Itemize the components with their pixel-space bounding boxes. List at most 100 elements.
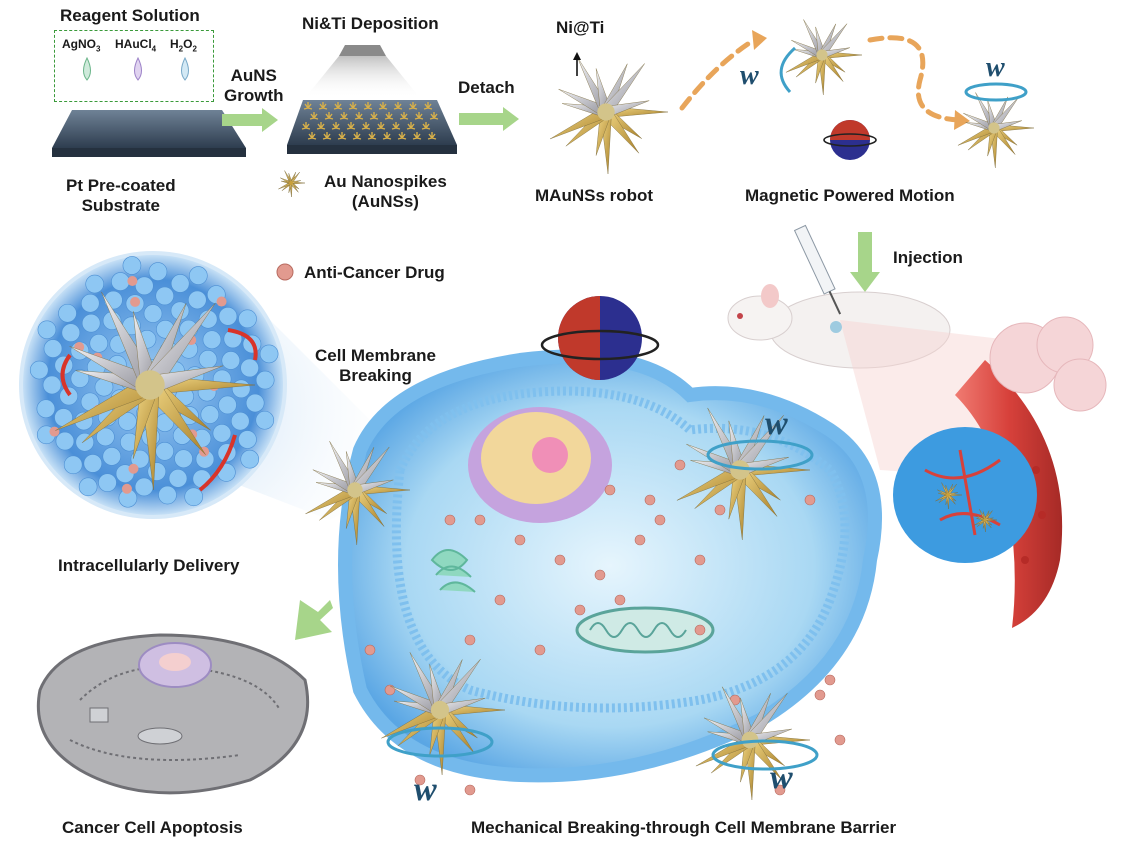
cancer-cell-apoptosis-label: Cancer Cell Apoptosis (62, 818, 243, 837)
lipid-bead (135, 276, 154, 296)
lipid-bead (29, 360, 49, 380)
drug-dot (804, 494, 816, 506)
plate-spike (378, 102, 388, 110)
drug-dot (364, 644, 376, 656)
plate-spike (421, 122, 431, 130)
nanospike-core (730, 460, 750, 480)
lipid-bead (78, 477, 98, 497)
nanospike-core (946, 493, 950, 497)
drug-dot (774, 784, 786, 796)
lipid-bead (255, 410, 275, 430)
drug-legend-dot (276, 263, 294, 281)
plate-spike (348, 102, 358, 110)
drug-dot (814, 689, 826, 701)
plate-spike (423, 102, 433, 110)
drug-dot (534, 644, 546, 656)
lipid-bead (102, 447, 122, 466)
injection-label: Injection (893, 248, 963, 267)
lipid-bead (63, 455, 83, 475)
lipid-bead (58, 303, 77, 323)
lipid-bead (230, 411, 250, 431)
reagent-box (54, 30, 214, 102)
lipid-bead (118, 412, 137, 431)
intracellular-delivery-label: Intracellularly Delivery (58, 556, 240, 575)
plate-spike (391, 122, 401, 130)
lipid-bead (240, 449, 260, 469)
agno3-label: AgNO3 (62, 37, 101, 54)
drug-dot (714, 504, 726, 516)
motion-path (679, 35, 963, 123)
drug-dot (554, 554, 566, 566)
nanospike-core (988, 122, 1000, 134)
nanospike-core (135, 370, 165, 400)
drug-dot (694, 624, 706, 636)
plate-spike (363, 102, 373, 110)
golgi (430, 549, 476, 593)
lipid-bead (143, 304, 163, 323)
lipid-bead (59, 386, 79, 406)
lipid-bead (61, 323, 81, 342)
nanospike-core (983, 518, 987, 522)
syringe-illustration (793, 224, 842, 315)
lipid-bead (188, 290, 207, 310)
lipid-bead (184, 487, 204, 507)
drug-dot (824, 674, 836, 686)
plate-spike (367, 132, 377, 140)
nanospike-core (597, 103, 615, 121)
drug-dot (128, 463, 139, 474)
lipid-bead (255, 370, 275, 390)
lipid-bead (174, 449, 193, 469)
lipid-bead (70, 369, 90, 388)
plate-spike (406, 122, 416, 130)
plate-nanospikes (301, 102, 439, 140)
lipid-bead (200, 405, 220, 424)
drug-dot (121, 483, 132, 494)
lipid-bead (170, 274, 190, 293)
au-nanospikes-label: Au Nanospikes(AuNSs) (324, 172, 447, 211)
plate-spike (301, 122, 311, 130)
lipid-bead (212, 423, 232, 443)
lipid-bead (238, 430, 257, 449)
omega-4: w (414, 771, 437, 808)
drug-dot (49, 426, 60, 437)
tumor-cluster (893, 427, 1037, 563)
attack-spike-4 (695, 686, 811, 800)
plate-spike (429, 112, 439, 120)
deposition-source (305, 45, 420, 98)
plate-spike (331, 122, 341, 130)
lipid-bead (168, 469, 188, 488)
nanospike-core (430, 700, 450, 720)
h2o2-label: H2O2 (170, 37, 197, 54)
lipid-bead (198, 350, 218, 369)
drug-dot (464, 784, 476, 796)
nanospike-core (289, 181, 293, 185)
droplet-h2o2 (181, 56, 189, 81)
plate-spike (354, 112, 364, 120)
mauns-robot-illustration (550, 56, 669, 174)
ni-ti-deposition-label: Ni&Ti Deposition (302, 14, 439, 33)
lipid-bead (231, 379, 251, 399)
rotation-ring-1 (706, 439, 814, 471)
auns-icon (278, 170, 306, 198)
motion-arrowhead-1 (752, 30, 767, 50)
plate-spike (333, 102, 343, 110)
rotation-arrow-top-1 (779, 46, 797, 94)
mauns-robot-label: MAuNSs robot (535, 186, 654, 205)
drug-dot (384, 684, 396, 696)
injection-arrow (850, 232, 880, 292)
plate-spike (361, 122, 371, 130)
attack-spike-1 (305, 441, 411, 545)
lipid-bead (155, 286, 175, 306)
lipid-bead (134, 477, 154, 497)
detach-label: Detach (458, 78, 515, 97)
lipid-bead (81, 313, 101, 333)
lipid-bead (259, 344, 279, 364)
pt-substrate-plate (52, 110, 246, 157)
lipid-bead (245, 393, 265, 413)
lipid-bead (202, 330, 222, 350)
red-curved-arrows (60, 328, 258, 492)
auns-substrate-plate (287, 100, 457, 154)
drug-dot (634, 534, 646, 546)
plate-spike (337, 132, 347, 140)
